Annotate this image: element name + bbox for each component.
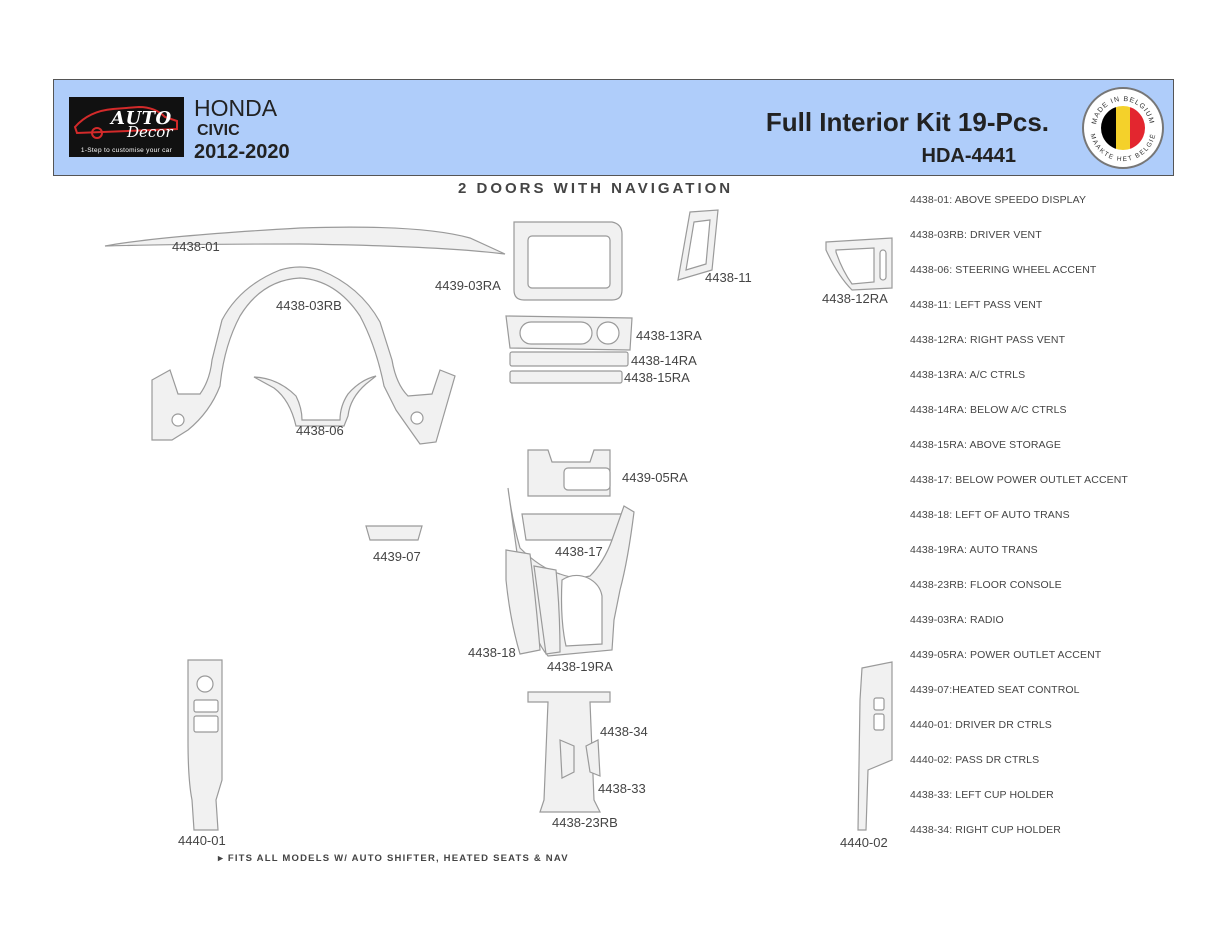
car-silhouette-icon [73, 105, 178, 139]
legend-item: 4440-02: PASS DR CTRLS [910, 754, 1040, 766]
part-4439-03ra-screen [527, 235, 611, 289]
label-4438-15ra: 4438-15RA [624, 370, 690, 385]
logo-word-decor: Decor [127, 123, 173, 141]
label-4438-12ra: 4438-12RA [822, 291, 888, 306]
made-in-belgium-badge: MADE IN BELGIUM MAAKTE HET BELGIË [1082, 87, 1164, 169]
legend-item: 4439-03RA: RADIO [910, 614, 1004, 626]
legend-item: 4438-03RB: DRIVER VENT [910, 229, 1042, 241]
part-4438-14ra [509, 351, 629, 367]
part-4440-01-switch-3 [193, 715, 219, 733]
kit-title: Full Interior Kit 19-Pcs. [765, 107, 1049, 137]
part-4438-19ra-opening [560, 574, 603, 647]
legend-item: 4438-33: LEFT CUP HOLDER [910, 789, 1054, 801]
part-4440-02 [857, 661, 893, 831]
label-4439-03ra: 4439-03RA [435, 278, 501, 293]
fitment-footnote: ▸ FITS ALL MODELS W/ AUTO SHIFTER, HEATE… [218, 853, 569, 864]
label-4438-19ra: 4438-19RA [547, 659, 613, 674]
legend-item: 4440-01: DRIVER DR CTRLS [910, 719, 1052, 731]
legend-item: 4438-11: LEFT PASS VENT [910, 299, 1043, 311]
configuration-subtitle: 2 DOORS WITH NAVIGATION [458, 180, 734, 197]
part-4438-18-b [533, 565, 561, 655]
part-4438-34 [585, 739, 601, 777]
part-4438-18 [505, 549, 541, 655]
part-4438-03rb-left-hole [171, 413, 185, 427]
label-4438-33: 4438-33 [598, 781, 646, 796]
vehicle-model: CIVIC [197, 122, 240, 139]
label-4438-14ra: 4438-14RA [631, 353, 697, 368]
triangle-bullet-icon: ▸ [218, 853, 224, 864]
legend-item: 4438-19RA: AUTO TRANS [910, 544, 1038, 556]
label-4438-34: 4438-34 [600, 724, 648, 739]
vehicle-make: HONDA [194, 95, 278, 121]
label-4438-17: 4438-17 [555, 544, 603, 559]
label-4438-06: 4438-06 [296, 423, 344, 438]
label-4440-01: 4440-01 [178, 833, 226, 848]
legend-item: 4438-34: RIGHT CUP HOLDER [910, 824, 1061, 836]
label-4438-11: 4438-11 [705, 270, 752, 285]
logo-word-auto: AUTO [111, 108, 172, 129]
part-4438-13ra-knob-left [519, 321, 593, 345]
part-4440-01-switch-2 [193, 699, 219, 713]
part-4438-11-opening [685, 219, 711, 271]
legend-item: 4438-18: LEFT OF AUTO TRANS [910, 509, 1070, 521]
part-4439-05ra-outlet [563, 467, 611, 491]
autodecor-logo: AUTO Decor 1-Step to customise your car [69, 97, 184, 157]
legend-item: 4439-05RA: POWER OUTLET ACCENT [910, 649, 1102, 661]
legend-item: 4438-17: BELOW POWER OUTLET ACCENT [910, 474, 1128, 486]
label-4439-07: 4439-07 [373, 549, 421, 564]
parts-legend: 4438-01: ABOVE SPEEDO DISPLAY 4438-03RB:… [910, 194, 1210, 859]
label-4439-05ra: 4439-05RA [622, 470, 688, 485]
part-4438-13ra-knob-right [596, 321, 620, 345]
label-4440-02: 4440-02 [840, 835, 888, 850]
legend-item: 4438-13RA: A/C CTRLS [910, 369, 1026, 381]
part-4438-12ra-opening [835, 247, 875, 285]
part-4438-33 [559, 739, 575, 779]
part-4438-06 [253, 375, 377, 427]
vehicle-years: 2012-2020 [194, 141, 290, 163]
part-4438-12ra-slot [879, 249, 887, 281]
part-4440-02-switch-2 [873, 713, 885, 731]
part-4438-03rb-right-hole [410, 411, 424, 425]
label-4438-03rb: 4438-03RB [276, 298, 342, 313]
part-4439-07 [365, 525, 423, 541]
label-4438-23rb: 4438-23RB [552, 815, 618, 830]
header-banner: AUTO Decor 1-Step to customise your car … [53, 79, 1174, 176]
label-4438-13ra: 4438-13RA [636, 328, 702, 343]
legend-item: 4438-06: STEERING WHEEL ACCENT [910, 264, 1097, 276]
label-4438-01: 4438-01 [172, 239, 220, 254]
legend-item: 4438-12RA: RIGHT PASS VENT [910, 334, 1066, 346]
kit-sku: HDA-4441 [921, 145, 1016, 167]
logo-tagline: 1-Step to customise your car [80, 147, 173, 154]
label-4438-18: 4438-18 [468, 645, 516, 660]
belgium-flag-icon: MADE IN BELGIUM MAAKTE HET BELGIË [1089, 96, 1157, 163]
part-4438-01 [104, 226, 506, 255]
legend-item: 4439-07:HEATED SEAT CONTROL [910, 684, 1080, 696]
part-4438-15ra [509, 370, 623, 384]
part-4438-03rb [151, 266, 456, 445]
part-4440-01-switch-1 [196, 675, 214, 693]
legend-item: 4438-23RB: FLOOR CONSOLE [910, 579, 1062, 591]
legend-item: 4438-14RA: BELOW A/C CTRLS [910, 404, 1067, 416]
legend-item: 4438-01: ABOVE SPEEDO DISPLAY [910, 194, 1087, 206]
fitment-footnote-text: FITS ALL MODELS W/ AUTO SHIFTER, HEATED … [227, 853, 569, 864]
part-4440-02-switch-1 [873, 697, 885, 711]
legend-item: 4438-15RA: ABOVE STORAGE [910, 439, 1062, 451]
